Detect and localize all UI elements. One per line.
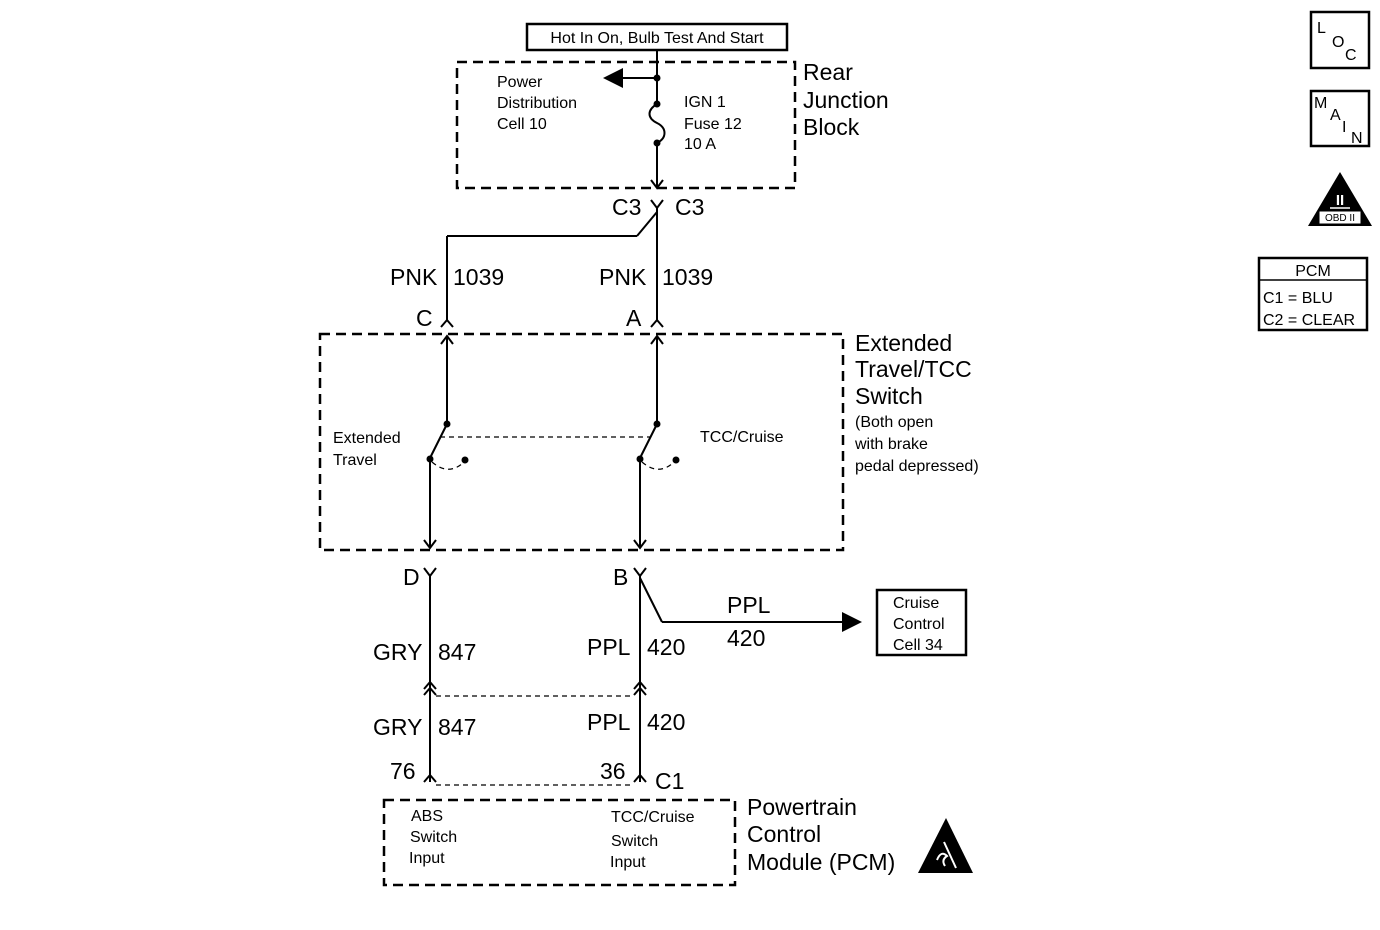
switch-block-title-3: Switch xyxy=(855,383,923,409)
switch-block-title-2: Travel/TCC xyxy=(855,356,972,382)
pcm-pin-76-label: 76 xyxy=(390,758,416,784)
svg-text:L: L xyxy=(1317,20,1326,37)
pin-a-connector-icon xyxy=(650,318,664,328)
abs-input-label-1: ABS xyxy=(411,808,443,825)
branch-wire-circuit: 420 xyxy=(727,625,765,651)
extended-travel-switch-icon xyxy=(429,423,448,459)
switch-note-3: pedal depressed) xyxy=(855,458,979,475)
rear-junction-title-3: Block xyxy=(803,114,860,140)
svg-text:O: O xyxy=(1332,34,1344,51)
pin-a-label: A xyxy=(626,305,642,331)
svg-text:OBD II: OBD II xyxy=(1325,213,1355,224)
circuit-label-1039-right: 1039 xyxy=(662,264,713,290)
c1-connector-label: C1 xyxy=(655,768,684,794)
switch-note-2: with brake xyxy=(854,436,928,453)
circuit-label-420-lower: 420 xyxy=(647,709,685,735)
circuit-label-847-lower: 847 xyxy=(438,714,476,740)
pcm-pin-76-connector-icon xyxy=(423,773,437,783)
switch-block-title-1: Extended xyxy=(855,330,952,356)
pcm-title-1: Powertrain xyxy=(747,794,857,820)
pin-d-connector-icon xyxy=(423,567,437,578)
main-icon[interactable]: M A I N xyxy=(1309,89,1371,148)
pin-b-label: B xyxy=(613,564,628,590)
pcm-table-title: PCM xyxy=(1295,263,1331,280)
wire-label-pnk-left: PNK xyxy=(390,264,438,290)
pcm-pin-36-label: 36 xyxy=(600,758,626,784)
c3-connector-icon xyxy=(650,199,664,210)
fuse-label-1: IGN 1 xyxy=(684,94,726,111)
tcc-input-label-1: TCC/Cruise xyxy=(611,809,695,826)
svg-text:M: M xyxy=(1314,95,1327,112)
inline-connector-right-icon xyxy=(633,680,647,690)
pcm-pin-36-connector-icon xyxy=(633,773,647,783)
pcm-table-row-c2: C2 = CLEAR xyxy=(1263,312,1355,329)
pcm-connector-table: PCM C1 = BLU C2 = CLEAR xyxy=(1257,256,1369,332)
abs-input-label-3: Input xyxy=(409,850,445,867)
wire-label-gry-lower: GRY xyxy=(373,714,422,740)
cruise-control-label-2: Control xyxy=(893,616,945,633)
cruise-control-label-3: Cell 34 xyxy=(893,637,943,654)
extended-travel-label-2: Travel xyxy=(333,452,377,469)
pin-d-label: D xyxy=(403,564,420,590)
extended-travel-label-1: Extended xyxy=(333,430,401,447)
svg-text:N: N xyxy=(1351,130,1363,147)
fuse-label-3: 10 A xyxy=(684,136,716,153)
extended-travel-tcc-switch-block xyxy=(318,332,845,552)
wire-label-gry-upper: GRY xyxy=(373,639,422,665)
inline-connector-left-icon xyxy=(423,680,437,690)
tcc-input-label-2: Switch xyxy=(611,833,658,850)
power-distribution-label-3: Cell 10 xyxy=(497,116,547,133)
tcc-input-label-3: Input xyxy=(610,854,646,871)
rear-junction-block xyxy=(455,60,797,190)
fuse-icon xyxy=(648,103,666,144)
circuit-label-847-upper: 847 xyxy=(438,639,476,665)
power-source-label: Hot In On, Bulb Test And Start xyxy=(550,30,764,47)
pcm-title-2: Control xyxy=(747,821,821,847)
circuit-label-1039-left: 1039 xyxy=(453,264,504,290)
tcc-cruise-switch-label: TCC/Cruise xyxy=(700,429,784,446)
circuit-label-420-upper: 420 xyxy=(647,634,685,660)
c3-label-right: C3 xyxy=(675,194,704,220)
pin-c-connector-icon xyxy=(440,318,454,328)
power-distribution-label-1: Power xyxy=(497,74,543,91)
pin-b-connector-icon xyxy=(633,567,647,578)
fuse-label-2: Fuse 12 xyxy=(684,116,742,133)
loc-icon[interactable]: L O C xyxy=(1309,10,1371,70)
svg-text:A: A xyxy=(1330,107,1341,124)
svg-text:II: II xyxy=(1336,192,1344,209)
pcm-table-row-c1: C1 = BLU xyxy=(1263,290,1333,307)
pin-c-label: C xyxy=(416,305,433,331)
wire-label-pnk-right: PNK xyxy=(599,264,647,290)
rear-junction-title-1: Rear xyxy=(803,59,853,85)
wire-label-ppl-upper: PPL xyxy=(587,634,631,660)
rear-junction-title-2: Junction xyxy=(803,87,889,113)
pcm-title-3: Module (PCM) xyxy=(747,849,895,875)
power-distribution-label-2: Distribution xyxy=(497,95,577,112)
branch-wire-color: PPL xyxy=(727,592,771,618)
wire-label-ppl-lower: PPL xyxy=(587,709,631,735)
svg-text:I: I xyxy=(1342,119,1346,136)
cruise-control-label-1: Cruise xyxy=(893,595,939,612)
pcm-block xyxy=(382,798,737,887)
esd-warning-icon xyxy=(918,818,973,873)
cruise-control-box xyxy=(875,588,968,657)
c3-label-left: C3 xyxy=(612,194,641,220)
switch-note-1: (Both open xyxy=(855,414,933,431)
svg-text:C: C xyxy=(1345,47,1357,64)
obd-ii-icon[interactable]: II OBD II xyxy=(1308,172,1372,226)
tcc-cruise-switch-icon xyxy=(639,423,658,459)
abs-input-label-2: Switch xyxy=(410,829,457,846)
